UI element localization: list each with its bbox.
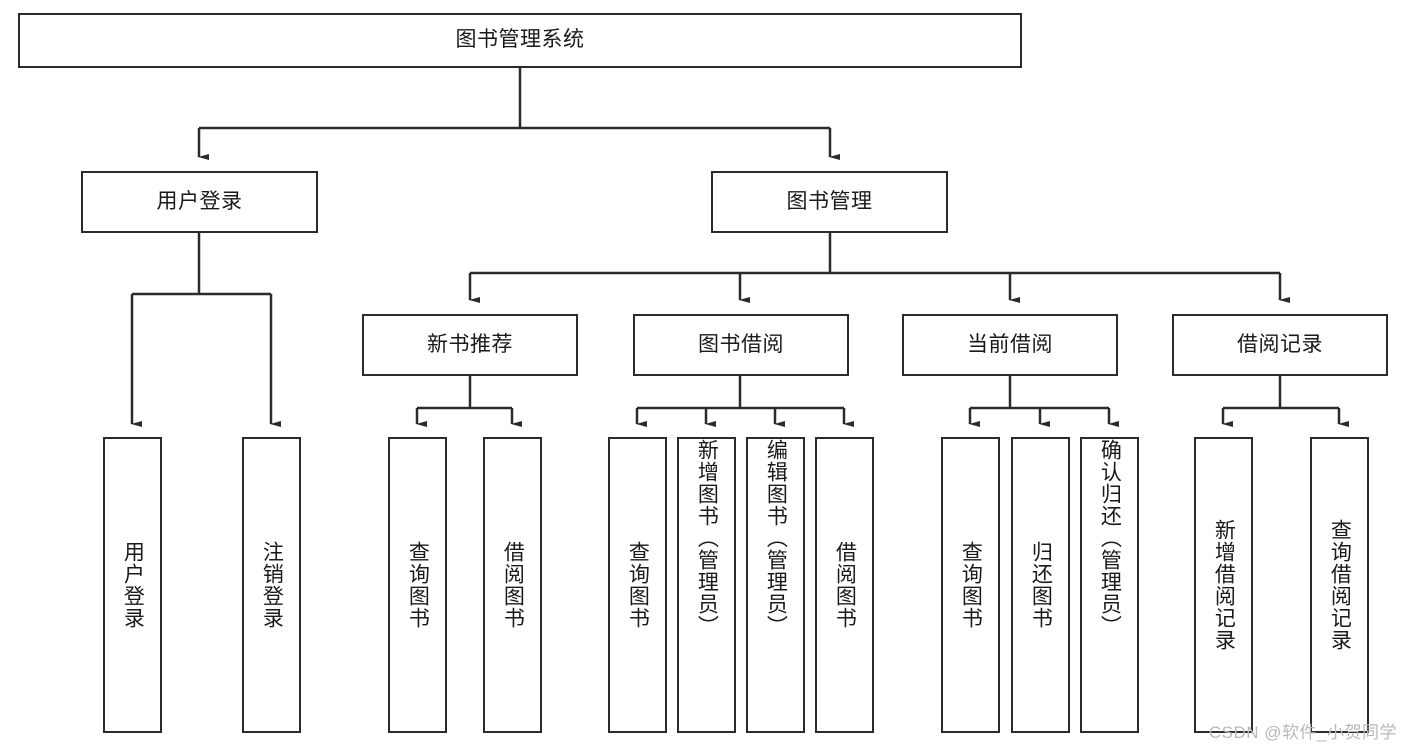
node-leaf-query-book-new[interactable]: 查询图书: [388, 437, 447, 733]
node-current-borrow-label: 当前借阅: [967, 332, 1053, 356]
node-leaf-query-borrow-record[interactable]: 查询借阅记录: [1310, 437, 1369, 733]
node-leaf-borrow-book-label: 借阅图书: [833, 541, 857, 629]
node-leaf-query-book-current-label: 查询图书: [959, 541, 983, 629]
node-leaf-query-book-borrow[interactable]: 查询图书: [608, 437, 667, 733]
node-leaf-user-login[interactable]: 用户登录: [103, 437, 162, 733]
node-user-login-label: 用户登录: [156, 189, 243, 213]
node-leaf-add-borrow-record-label: 新增借阅记录: [1212, 519, 1236, 651]
node-leaf-confirm-return-label: 确认归还（管理员）: [1098, 439, 1122, 637]
node-leaf-query-book-new-label: 查询图书: [406, 541, 430, 629]
node-leaf-borrow-book-new[interactable]: 借阅图书: [483, 437, 542, 733]
node-leaf-query-book-borrow-label: 查询图书: [626, 541, 650, 629]
node-new-book-recommend-label: 新书推荐: [427, 332, 513, 356]
node-borrow-record[interactable]: 借阅记录: [1172, 314, 1388, 376]
node-leaf-confirm-return[interactable]: 确认归还（管理员）: [1080, 437, 1139, 733]
node-leaf-edit-book-label: 编辑图书（管理员）: [764, 439, 788, 637]
node-new-book-recommend[interactable]: 新书推荐: [362, 314, 578, 376]
node-leaf-borrow-book-new-label: 借阅图书: [501, 541, 525, 629]
node-user-login[interactable]: 用户登录: [81, 171, 318, 233]
node-leaf-edit-book[interactable]: 编辑图书（管理员）: [746, 437, 805, 733]
node-root[interactable]: 图书管理系统: [18, 13, 1022, 68]
node-leaf-borrow-book[interactable]: 借阅图书: [815, 437, 874, 733]
node-leaf-add-book-label: 新增图书（管理员）: [695, 439, 719, 637]
node-book-borrow-label: 图书借阅: [698, 332, 784, 356]
node-leaf-return-book[interactable]: 归还图书: [1011, 437, 1070, 733]
node-leaf-logout[interactable]: 注销登录: [242, 437, 301, 733]
node-book-management[interactable]: 图书管理: [711, 171, 948, 233]
node-borrow-record-label: 借阅记录: [1237, 332, 1323, 356]
node-book-borrow[interactable]: 图书借阅: [633, 314, 849, 376]
node-leaf-logout-label: 注销登录: [260, 541, 284, 629]
node-leaf-query-borrow-record-label: 查询借阅记录: [1328, 519, 1352, 651]
node-root-label: 图书管理系统: [455, 28, 585, 52]
node-book-management-label: 图书管理: [786, 189, 873, 213]
node-leaf-return-book-label: 归还图书: [1029, 541, 1053, 629]
node-leaf-add-book[interactable]: 新增图书（管理员）: [677, 437, 736, 733]
node-leaf-add-borrow-record[interactable]: 新增借阅记录: [1194, 437, 1253, 733]
node-leaf-query-book-current[interactable]: 查询图书: [941, 437, 1000, 733]
node-leaf-user-login-label: 用户登录: [121, 541, 145, 629]
node-current-borrow[interactable]: 当前借阅: [902, 314, 1118, 376]
